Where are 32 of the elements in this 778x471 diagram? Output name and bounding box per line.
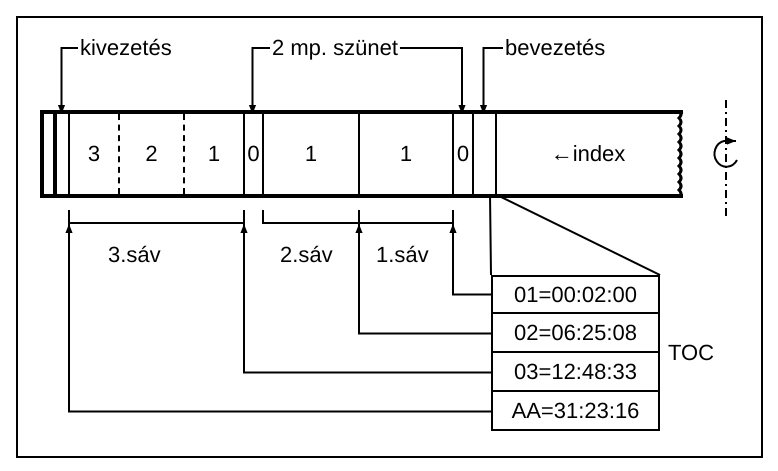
bracket [68,210,245,224]
tape-band [40,110,683,198]
segment-number: 1 [208,141,220,167]
segment-number: 1 [304,141,318,167]
callout-label: bevezetés [505,35,606,61]
toc-text: AA=31:23:16 [512,398,640,424]
toc-text: 02=06:25:08 [514,320,637,346]
table-label: TOC [668,340,714,366]
bracket [262,210,360,224]
segment-number: 3 [88,141,100,167]
segment-number: 1 [400,141,412,167]
leader-line [355,224,491,334]
segment-number: 2 [145,141,158,167]
toc-entry [491,314,660,353]
track-label: 1.sáv [376,242,429,268]
tape-segment [243,114,262,194]
segment-number: 0 [456,141,470,167]
segment-number: 0 [247,141,260,167]
track-label: 3.sáv [108,242,161,268]
toc-entry [491,392,660,431]
leader-line [449,224,491,296]
bracket [358,210,454,224]
callout-label: 2 mp. szünet [272,35,398,61]
toc-text: 03=12:48:33 [514,358,637,384]
toc-entry [491,275,660,314]
track-label: 2.sáv [280,242,333,268]
leader-line [240,224,491,374]
segment-number: ←index [550,141,626,167]
toc-text: 01=00:02:00 [514,282,637,308]
toc-entry [491,353,660,392]
callout-label: kivezetés [80,35,172,61]
leader-line [65,224,491,412]
